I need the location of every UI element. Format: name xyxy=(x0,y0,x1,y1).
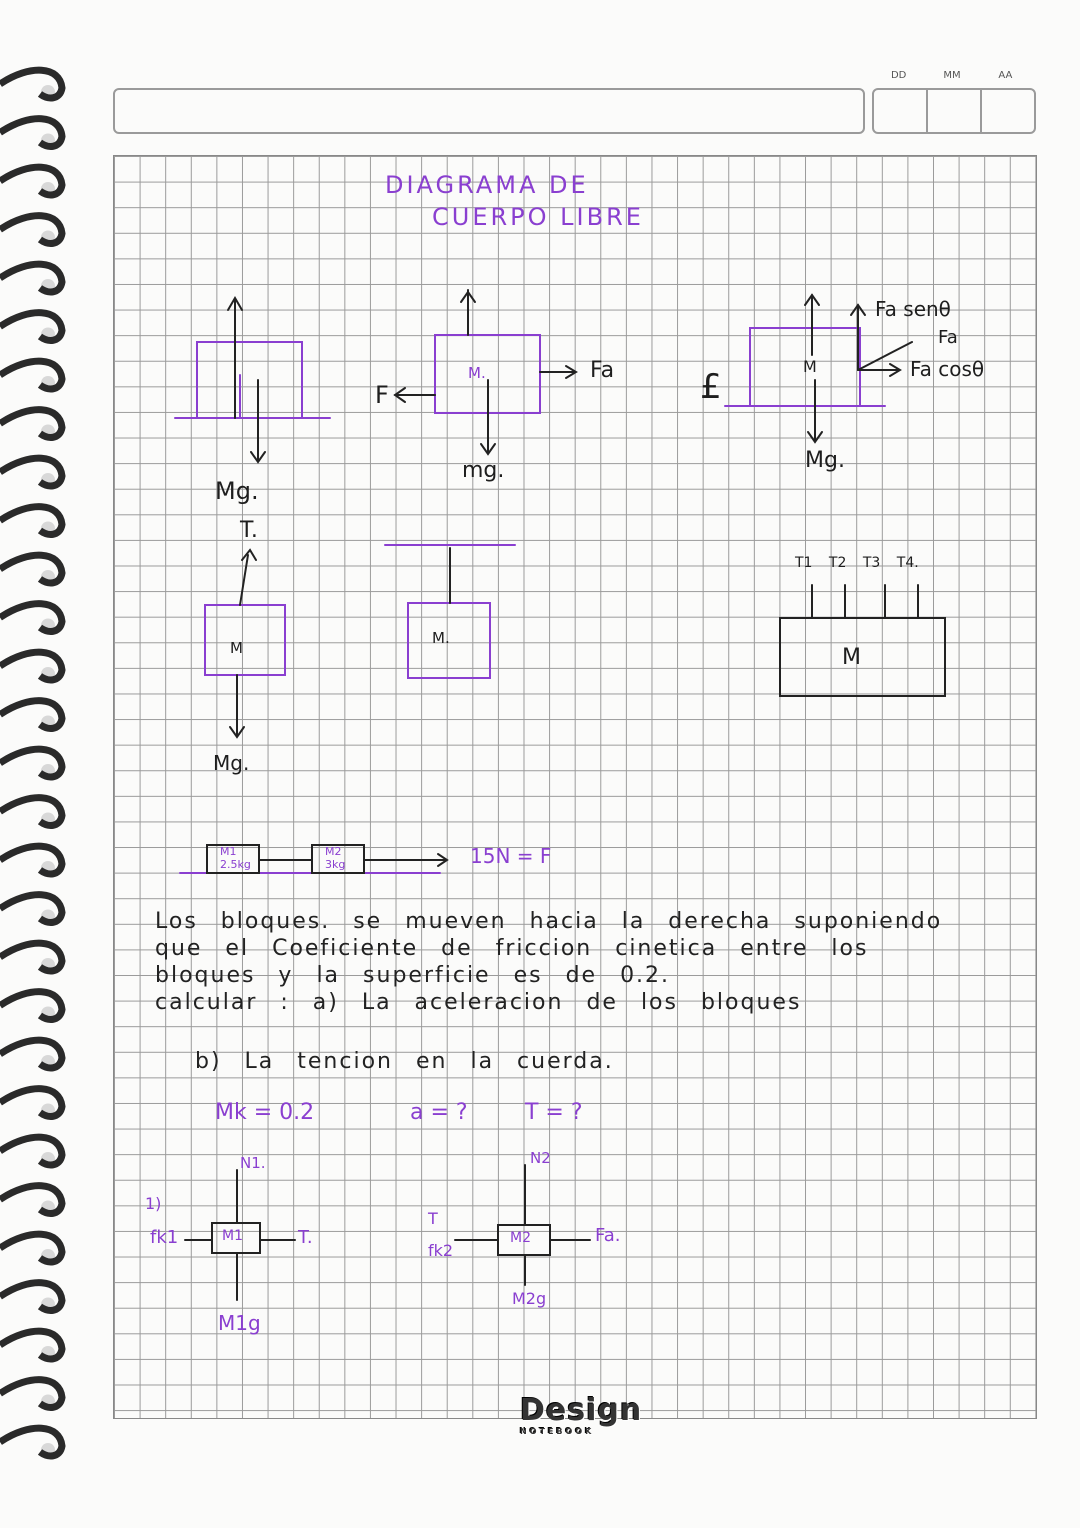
block-m2-mass: 3kg xyxy=(325,858,346,871)
d6-mass: M xyxy=(842,645,861,670)
spiral-ring xyxy=(0,1036,66,1072)
diagram-1 xyxy=(174,341,331,419)
d2-left-force: F xyxy=(375,381,389,409)
d4-tension: T. xyxy=(240,518,258,543)
spiral-ring xyxy=(0,842,66,878)
spiral-ring xyxy=(0,212,66,247)
given-t: T = ? xyxy=(525,1100,583,1125)
title-line-2: CUERPO LIBRE xyxy=(432,203,644,231)
spiral-ring xyxy=(0,891,66,926)
spiral-ring xyxy=(0,697,66,732)
spiral-ring xyxy=(0,745,66,781)
spiral-ring xyxy=(0,309,66,344)
date-labels: DD MM AA xyxy=(872,70,1032,81)
grid-paper xyxy=(113,155,1037,1419)
brand-sub: NOTEBOOK xyxy=(520,1427,595,1436)
b2-weight: M2g xyxy=(512,1289,547,1308)
spiral-ring xyxy=(0,503,66,538)
date-label-dd: DD xyxy=(890,70,907,81)
date-label-aa: AA xyxy=(998,70,1013,81)
given-mu: Mk = 0.2 xyxy=(215,1100,315,1125)
spiral-ring xyxy=(0,163,66,199)
spiral-ring xyxy=(0,1230,66,1266)
spiral-ring xyxy=(0,1182,66,1217)
b2-tension: T xyxy=(428,1209,438,1228)
title-line-1: DIAGRAMA DE xyxy=(385,171,589,199)
b2-force: Fa. xyxy=(595,1225,621,1246)
brand-name: Design xyxy=(520,1393,643,1428)
problem-part-b: b) La tencion en la cuerda. xyxy=(195,1049,614,1074)
spiral-ring xyxy=(0,357,66,393)
d4-weight: Mg. xyxy=(213,751,250,775)
b2-normal: N2 xyxy=(530,1149,551,1167)
spiral-ring xyxy=(0,1133,66,1169)
spiral-ring xyxy=(0,406,66,441)
d3-fa-sen: Fa senθ xyxy=(875,297,951,321)
date-label-mm: MM xyxy=(943,70,961,81)
spiral-ring xyxy=(0,1424,66,1460)
b1-friction: fk1 xyxy=(150,1227,179,1248)
b1-weight: M1g xyxy=(218,1311,261,1335)
problem-line-1: Los bloques. se mueven hacia la derecha … xyxy=(155,909,943,934)
solution-label: 1) xyxy=(145,1194,162,1213)
spiral-ring xyxy=(0,600,66,635)
d1-weight: Mg. xyxy=(215,477,259,505)
block-m2-label: M2 xyxy=(325,845,342,858)
d6-t2: T2 xyxy=(828,555,847,571)
spiral-ring xyxy=(0,1085,66,1120)
spiral-ring xyxy=(0,260,66,296)
d2-weight: mg. xyxy=(462,458,505,483)
d2-right-force: Fa xyxy=(590,358,615,383)
d3-friction: £ xyxy=(700,367,722,407)
d3-weight: Mg. xyxy=(805,448,845,473)
d2-mass: M. xyxy=(468,364,486,382)
spiral-binding xyxy=(0,66,66,1460)
spiral-ring xyxy=(0,1376,66,1411)
spiral-ring xyxy=(0,551,66,587)
spiral-ring xyxy=(0,66,66,102)
b1-normal: N1. xyxy=(240,1154,266,1172)
spiral-ring xyxy=(0,454,66,490)
spiral-ring xyxy=(0,1279,66,1314)
problem-line-3: bloques y la superficie es de 0.2. xyxy=(155,963,671,988)
d4-mass: M xyxy=(230,639,243,657)
b1-tension: T. xyxy=(298,1227,313,1248)
d3-fa-cos: Fa cosθ xyxy=(910,357,985,381)
spiral-ring xyxy=(0,794,66,829)
d3-mass: M xyxy=(803,357,817,376)
b1-mass: M1 xyxy=(222,1228,243,1244)
title-field-box xyxy=(113,88,865,134)
d5-mass: M. xyxy=(432,629,450,647)
spiral-ring xyxy=(0,115,66,150)
spiral-ring xyxy=(0,939,66,975)
applied-force: 15N = F xyxy=(470,844,552,868)
spiral-ring xyxy=(0,988,66,1023)
block-m1-label: M1 xyxy=(220,845,237,858)
d3-fa: Fa xyxy=(938,327,958,348)
d6-t1: T1 xyxy=(795,555,813,571)
d6-t3: T3 xyxy=(862,555,881,571)
given-a: a = ? xyxy=(410,1100,468,1125)
d6-t4: T4. xyxy=(896,555,919,571)
d6-tensions: T1 T2 T3 T4. xyxy=(795,555,919,571)
b2-mass: M2 xyxy=(510,1230,531,1246)
block-m1-mass: 2.5kg xyxy=(220,858,251,871)
b2-friction: fk2 xyxy=(428,1241,454,1260)
spiral-ring xyxy=(0,1327,66,1363)
problem-line-4: calcular : a) La aceleracion de los bloq… xyxy=(155,990,802,1015)
date-field-box xyxy=(872,88,1036,134)
problem-line-2: que el Coeficiente de friccion cinetica … xyxy=(155,936,869,961)
spiral-ring xyxy=(0,648,66,684)
